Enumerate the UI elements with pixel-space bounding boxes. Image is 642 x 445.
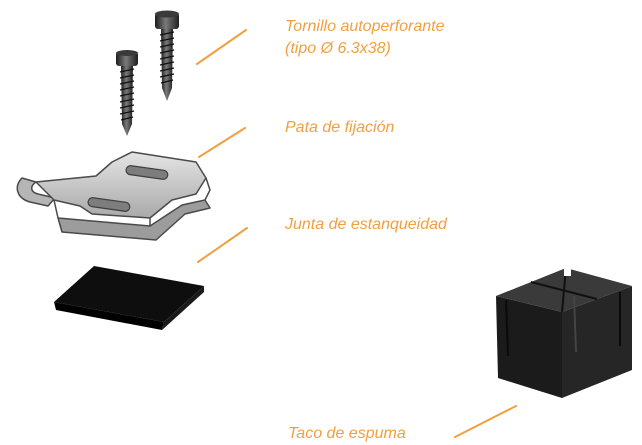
label-sealing-gasket: Junta de estanqueidad [285,216,447,233]
leader-lines [196,29,517,438]
leader-line-bracket [198,127,246,158]
label-foam-plug: Taco de espuma [288,425,406,442]
label-screw-line-2: (tipo Ø 6.3x38) [285,40,391,57]
screw-left-icon [116,50,138,136]
foam-plug-icon [496,256,632,398]
fixing-bracket-icon [16,151,211,241]
screw-right-icon [155,10,179,101]
leader-line-gasket [197,227,248,263]
label-fixing-bracket: Pata de fijación [285,119,395,136]
leader-line-foam [454,405,517,438]
sealing-gasket-icon [54,266,204,330]
leader-line-screw [196,29,247,65]
label-screw-line-1: Tornillo autoperforante [285,18,445,35]
